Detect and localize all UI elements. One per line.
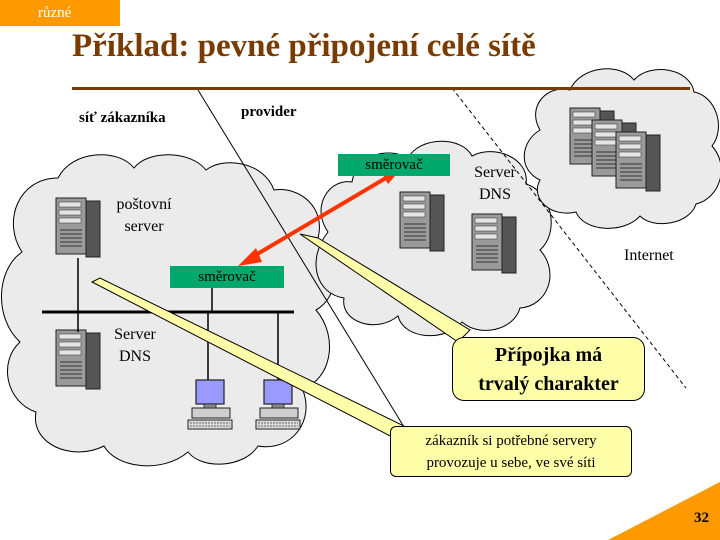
provider-internet-boundary: [451, 87, 687, 389]
provider-server-icon: [399, 191, 445, 252]
permanent-connection-callout: Přípojka má trvalý charakter: [452, 337, 645, 401]
mail-server-label-line2: server: [124, 218, 164, 235]
provider-dns-server-icon: [471, 213, 517, 274]
mail-server-label-line1: poštovní: [116, 196, 172, 213]
provider-label: provider: [241, 104, 297, 120]
mail-server-label: poštovní server: [104, 194, 184, 238]
page-number: 32: [694, 510, 709, 526]
permanent-link: [252, 176, 388, 258]
customer-dns-label-line2: DNS: [118, 348, 151, 365]
internet-server-icon: [615, 131, 661, 192]
note-line1: zákazník si potřebné servery: [425, 433, 597, 449]
internet-label: Internet: [624, 247, 674, 264]
mail-server-icon: [55, 197, 101, 258]
customer-router: směrovač: [170, 266, 284, 288]
note-line2: provozuje u sebe, ve své síti: [426, 455, 596, 471]
provider-dns-label-line2: DNS: [478, 186, 511, 203]
provider-dns-label: Server DNS: [460, 162, 530, 206]
customer-dns-label-line1: Server: [114, 326, 156, 343]
link-arrowhead-left: [238, 248, 262, 266]
section-tag: různé: [0, 0, 120, 26]
customer-network-label: síť zákazníka: [79, 110, 166, 126]
provider-router: směrovač: [338, 154, 450, 176]
slide-title: Příklad: pevné připojení celé sítě: [72, 28, 536, 64]
callout-pointer: [299, 233, 471, 343]
provider-dns-label-line1: Server: [474, 164, 516, 181]
title-underline: [72, 87, 690, 90]
callout-line1: Přípojka má: [494, 344, 603, 366]
page-corner: [608, 482, 720, 540]
callout-line2: trvalý charakter: [478, 373, 619, 395]
customer-dns-server-icon: [55, 329, 101, 390]
customer-dns-label: Server DNS: [100, 324, 170, 368]
servers-note: zákazník si potřebné servery provozuje u…: [390, 426, 632, 477]
customer-provider-boundary: [197, 89, 413, 441]
